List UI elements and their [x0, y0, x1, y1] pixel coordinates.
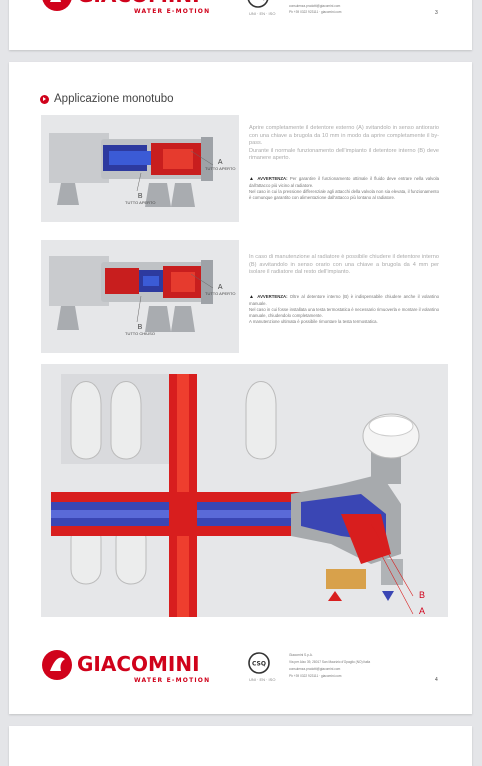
svg-text:WATER E-MOTION: WATER E-MOTION	[134, 677, 210, 684]
arrow-bullet-icon	[40, 94, 49, 104]
valve-diagram-closed: A TUTTO APERTO B TUTTO CHIUSO	[41, 240, 239, 353]
giacomini-logo: GIACOMINI WATER E-MOTION	[41, 645, 211, 685]
valve-cutaway-illustration: B A	[41, 364, 448, 617]
warning-block-1: ▲ AVVERTENZA: Per garantire il funzionam…	[249, 176, 439, 201]
svg-text:WATER E-MOTION: WATER E-MOTION	[134, 8, 210, 15]
giacomini-logo: GIACOMINI WATER E-MOTION	[41, 0, 211, 16]
valve-diagram-open: A TUTTO APERTO B TUTTO APERTO	[41, 115, 239, 222]
section-title: Applicazione monotubo	[40, 93, 174, 105]
warning-icon: ▲	[249, 294, 256, 300]
label-a: A TUTTO APERTO	[205, 284, 236, 296]
footer-phone: Ph +39 0322 923111 · giacomini.com	[289, 10, 342, 14]
big-label-a: A	[419, 606, 426, 616]
warning-icon: ▲	[249, 176, 256, 182]
footer-email[interactable]: consulenza.prodotti@giacomini.com	[289, 4, 341, 8]
label-b: B TUTTO APERTO	[125, 193, 156, 205]
page-next	[9, 726, 472, 766]
label-a: A TUTTO APERTO	[205, 159, 236, 171]
footer-company: Giacomini S.p.A.	[289, 653, 313, 657]
instruction-text-2: In caso di manutenzione al radiatore è p…	[249, 254, 439, 276]
svg-text:CSQ: CSQ	[252, 661, 266, 668]
csq-cert-icon: CSQ	[248, 652, 270, 674]
cert-subtitle: UNI · EN · ISO	[249, 677, 276, 682]
giacomini-logo-graphic: GIACOMINI WATER E-MOTION	[42, 0, 210, 15]
warning-block-2: ▲ AVVERTENZA: Oltre al detentore interno…	[249, 294, 439, 325]
footer-phone: Ph +39 0322 923111 · giacomini.com	[289, 674, 342, 678]
csq-cert-icon: CSQ	[247, 0, 269, 8]
giacomini-logo-graphic: GIACOMINI WATER E-MOTION	[42, 650, 210, 684]
page-number: 3	[435, 10, 438, 16]
instruction-text-1: Aprire completamente il detentore estern…	[249, 125, 439, 162]
page-top: GIACOMINI WATER E-MOTION CSQ UNI · EN · …	[9, 0, 472, 50]
footer-address: Via per Alzo 39, 28017 San Maurizio d'Op…	[289, 660, 371, 664]
label-b: B TUTTO CHIUSO	[125, 324, 155, 336]
svg-text:CSQ: CSQ	[251, 0, 265, 2]
footer-email[interactable]: consulenza.prodotti@giacomini.com	[289, 667, 341, 671]
big-label-b: B	[419, 590, 426, 600]
svg-text:GIACOMINI: GIACOMINI	[77, 0, 200, 7]
page-number: 4	[435, 677, 438, 683]
svg-text:GIACOMINI: GIACOMINI	[77, 652, 200, 676]
cert-subtitle: UNI · EN · ISO	[249, 11, 276, 16]
page-main: Applicazione monotubo A TUTTO APERTO B T…	[9, 62, 472, 714]
section-title-text: Applicazione monotubo	[54, 93, 174, 105]
